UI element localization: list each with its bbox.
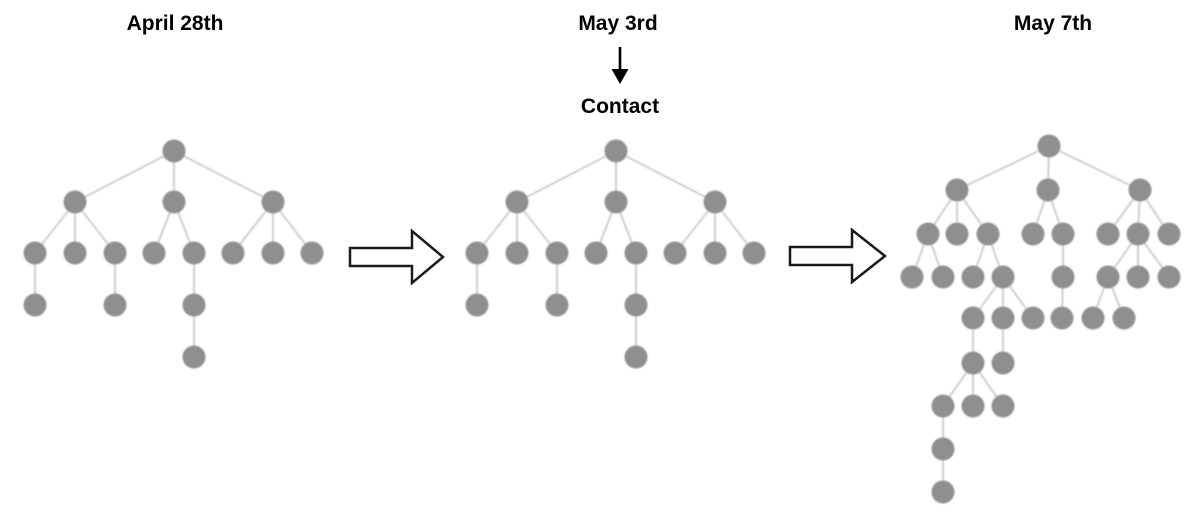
tree-node — [703, 190, 727, 214]
tree-may-7 — [900, 134, 1181, 504]
tree-edge — [516, 150, 617, 203]
tree-node — [465, 241, 489, 265]
tree-node — [900, 265, 924, 289]
tree-node — [624, 293, 648, 317]
tree-node — [1081, 306, 1105, 330]
tree-node — [931, 394, 955, 418]
tree-node — [703, 241, 727, 265]
tree-node — [103, 293, 127, 317]
tree-node — [23, 293, 47, 317]
down-arrow-icon — [610, 45, 630, 87]
tree-node — [1096, 265, 1120, 289]
tree-node — [162, 139, 186, 163]
tree-node — [1128, 178, 1152, 202]
tree-edge — [1048, 145, 1141, 191]
tree-node — [991, 306, 1015, 330]
tree-edge — [74, 150, 175, 203]
tree-node — [261, 241, 285, 265]
contact-label: Contact — [580, 95, 660, 118]
tree-node — [1112, 306, 1136, 330]
tree-node — [1050, 306, 1074, 330]
tree-edge — [173, 150, 274, 203]
tree-node — [63, 241, 87, 265]
tree-node — [604, 190, 628, 214]
tree-node — [142, 241, 166, 265]
tree-edge — [615, 150, 716, 203]
tree-node — [162, 190, 186, 214]
tree-node — [961, 265, 985, 289]
tree-node — [1157, 222, 1181, 246]
tree-node — [945, 222, 969, 246]
tree-node — [976, 222, 1000, 246]
tree-node — [1037, 134, 1061, 158]
tree-node — [1036, 178, 1060, 202]
tree-node — [103, 241, 127, 265]
tree-node — [1021, 306, 1045, 330]
tree-node — [545, 241, 569, 265]
tree-node — [63, 190, 87, 214]
tree-node — [300, 241, 324, 265]
tree-node — [604, 139, 628, 163]
tree-may-3 — [465, 139, 766, 369]
tree-node — [1051, 265, 1075, 289]
tree-node — [505, 241, 529, 265]
tree-node — [545, 293, 569, 317]
tree-node — [961, 394, 985, 418]
tree-node — [991, 351, 1015, 375]
tree-edge — [956, 145, 1050, 191]
tree-node — [991, 394, 1015, 418]
tree-node — [182, 345, 206, 369]
tree-node — [931, 480, 955, 504]
tree-node — [945, 178, 969, 202]
tree-node — [663, 241, 687, 265]
tree-node — [1126, 265, 1150, 289]
right-arrow-icon-1 — [348, 228, 445, 286]
panel-title-may-7: May 7th — [1013, 12, 1093, 35]
tree-node — [465, 293, 489, 317]
tree-node — [931, 437, 955, 461]
tree-node — [1051, 222, 1075, 246]
tree-node — [221, 241, 245, 265]
right-arrow-icon-2 — [788, 227, 888, 285]
tree-node — [624, 345, 648, 369]
tree-node — [991, 265, 1015, 289]
panel-title-april-28: April 28th — [126, 12, 224, 35]
tree-node — [182, 293, 206, 317]
tree-node — [961, 351, 985, 375]
tree-node — [261, 190, 285, 214]
panel-title-may-3: May 3rd — [578, 12, 658, 35]
tree-node — [1021, 222, 1045, 246]
tree-node — [584, 241, 608, 265]
tree-node — [1126, 222, 1150, 246]
tree-node — [505, 190, 529, 214]
tree-node — [742, 241, 766, 265]
tree-node — [931, 265, 955, 289]
tree-node — [916, 222, 940, 246]
tree-node — [23, 241, 47, 265]
tree-node — [1096, 222, 1120, 246]
tree-node — [1157, 265, 1181, 289]
tree-node — [624, 241, 648, 265]
tree-node — [961, 306, 985, 330]
tree-april-28 — [23, 139, 324, 369]
tree-node — [182, 241, 206, 265]
